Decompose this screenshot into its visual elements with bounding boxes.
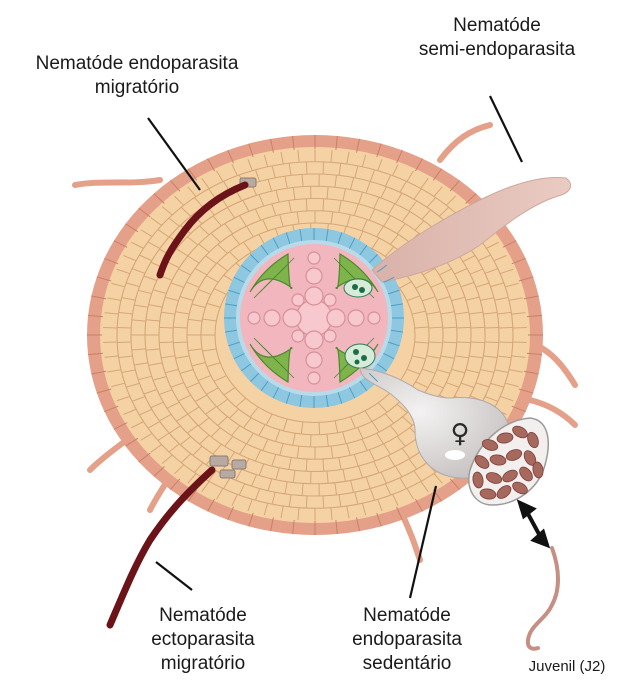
label-migratory-endoparasite: Nematóde endoparasita migratório bbox=[8, 52, 266, 100]
label-line: sedentário bbox=[332, 652, 482, 676]
label-ectoparasite: Nematóde ectoparasita migratório bbox=[128, 604, 278, 676]
label-line: Juvenil (J2) bbox=[520, 658, 614, 676]
label-line: Nematóde bbox=[128, 604, 278, 628]
label-line: ectoparasita bbox=[128, 628, 278, 652]
label-line: Nematóde endoparasita bbox=[8, 52, 266, 76]
juvenile-worm bbox=[528, 548, 558, 649]
label-line: Nematóde bbox=[332, 604, 482, 628]
label-juvenile: Juvenil (J2) bbox=[520, 658, 614, 676]
label-line: migratório bbox=[8, 76, 266, 100]
female-symbol-icon: ♀ bbox=[450, 419, 469, 449]
label-line: migratório bbox=[128, 652, 278, 676]
label-semi-endoparasite: Nematóde semi-endoparasita bbox=[397, 14, 597, 62]
label-line: semi-endoparasita bbox=[397, 38, 597, 62]
double-arrow-icon bbox=[520, 503, 547, 545]
female-highlight bbox=[445, 450, 465, 460]
label-line: endoparasita bbox=[332, 628, 482, 652]
label-sedentary-endoparasite: Nematóde endoparasita sedentário bbox=[332, 604, 482, 676]
label-line: Nematóde bbox=[397, 14, 597, 38]
